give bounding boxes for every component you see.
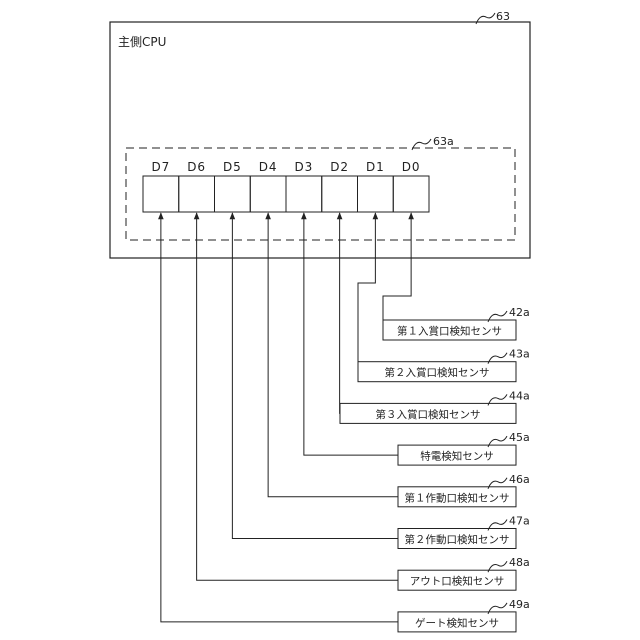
- bit-cell-d3: [286, 176, 322, 212]
- register-dashed-boundary: [126, 148, 515, 240]
- sensor-ref: 48a: [509, 556, 530, 569]
- sensor-ref: 45a: [509, 431, 530, 444]
- sensor-label: 第２作動口検知センサ: [405, 533, 510, 546]
- sensor-label: 第１入賞口検知センサ: [397, 325, 502, 338]
- register-ref: 63a: [433, 135, 454, 148]
- bit-label-d4: D4: [259, 160, 278, 174]
- bit-cell-d2: [322, 176, 358, 212]
- bit-label-d2: D2: [330, 160, 349, 174]
- bit-label-d1: D1: [366, 160, 385, 174]
- sensor-label: 特電検知センサ: [420, 450, 494, 463]
- cpu-label: 主側CPU: [118, 35, 166, 49]
- sensor-ref: 49a: [509, 598, 530, 611]
- sensor-label: ゲート検知センサ: [415, 616, 499, 629]
- cpu-block: [110, 22, 530, 258]
- cpu-ref: 63: [496, 10, 510, 23]
- bit-cells: [143, 176, 429, 212]
- signal-line-d4: [268, 213, 398, 497]
- sensor-ref: 47a: [509, 515, 530, 528]
- sensor-ref: 46a: [509, 473, 530, 486]
- sensor-ref: 43a: [509, 348, 530, 361]
- sensor-label: 第２入賞口検知センサ: [385, 366, 490, 379]
- bit-cell-d0: [393, 176, 429, 212]
- bit-label-d7: D7: [151, 160, 170, 174]
- bit-labels: D7 D6 D5 D4 D3 D2 D1 D0: [151, 160, 420, 174]
- bit-cell-d7: [143, 176, 179, 212]
- sensor-label: 第１作動口検知センサ: [405, 491, 510, 504]
- sensor-boxes: 第１入賞口検知センサ 42a 第２入賞口検知センサ 43a 第３入賞口検知センサ 44a 特…: [340, 306, 530, 632]
- signal-line-d1: [358, 213, 375, 372]
- bit-cell-d1: [358, 176, 394, 212]
- signal-line-d6: [197, 213, 398, 580]
- bit-label-d0: D0: [402, 160, 421, 174]
- bit-cell-d5: [215, 176, 251, 212]
- signal-line-d0: [383, 213, 411, 330]
- bit-label-d3: D3: [294, 160, 313, 174]
- sensor-ref: 42a: [509, 306, 530, 319]
- bit-cell-d4: [250, 176, 286, 212]
- bit-label-d5: D5: [223, 160, 242, 174]
- sensor-label: 第３入賞口検知センサ: [376, 408, 481, 421]
- sensor-label: アウト口検知センサ: [410, 575, 505, 588]
- bit-cell-d6: [179, 176, 215, 212]
- bit-label-d6: D6: [187, 160, 206, 174]
- sensor-ref: 44a: [509, 389, 530, 402]
